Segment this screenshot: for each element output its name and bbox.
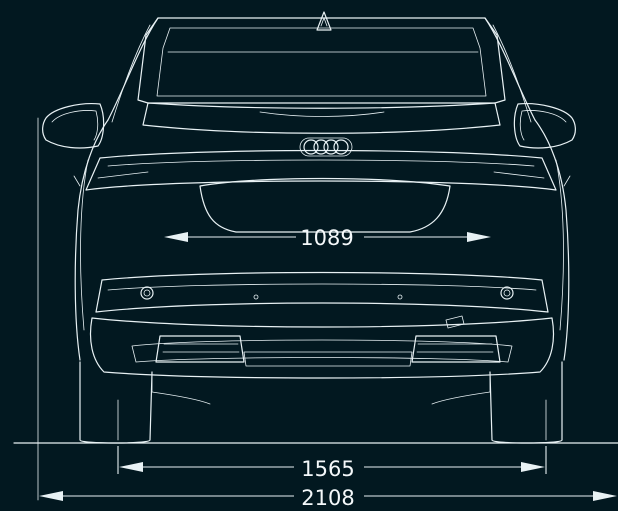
right-exhaust-trim bbox=[411, 335, 501, 363]
arrow-right-icon bbox=[521, 462, 545, 472]
left-exhaust-trim bbox=[155, 335, 245, 363]
rear-bumper bbox=[95, 271, 549, 313]
tail-light-bar bbox=[85, 149, 557, 191]
right-tire bbox=[489, 361, 563, 444]
dimension-trunk-width: 1089 bbox=[164, 226, 491, 250]
overall-width-label: 2108 bbox=[301, 486, 354, 510]
brand-rings-logo bbox=[299, 137, 353, 157]
trunk-lid bbox=[199, 177, 451, 233]
left-mirror bbox=[42, 103, 105, 149]
right-mirror bbox=[513, 103, 576, 149]
tow-hook-cover bbox=[445, 315, 465, 329]
left-reflector bbox=[140, 286, 154, 300]
arrow-left-icon bbox=[39, 491, 63, 501]
arrow-right-icon bbox=[467, 232, 491, 242]
right-reflector bbox=[500, 286, 514, 300]
body-left-side bbox=[74, 119, 109, 361]
sensor-right bbox=[397, 294, 403, 300]
body-right-side bbox=[534, 119, 570, 361]
left-tire bbox=[79, 361, 153, 444]
dimension-track-width: 1565 bbox=[117, 446, 547, 481]
antenna-icon bbox=[316, 11, 332, 31]
arrow-right-icon bbox=[593, 491, 617, 501]
arrow-left-icon bbox=[164, 232, 188, 242]
rear-window bbox=[137, 17, 506, 104]
dimension-overall-width: 2108 bbox=[39, 486, 617, 510]
rear-diffuser bbox=[89, 317, 555, 379]
track-width-label: 1565 bbox=[301, 457, 354, 481]
arrow-left-icon bbox=[119, 462, 143, 472]
sensor-left bbox=[253, 294, 259, 300]
trunk-width-label: 1089 bbox=[300, 226, 353, 250]
right-c-pillar bbox=[484, 17, 536, 121]
left-c-pillar bbox=[107, 17, 159, 121]
rear-spoiler bbox=[142, 102, 501, 134]
